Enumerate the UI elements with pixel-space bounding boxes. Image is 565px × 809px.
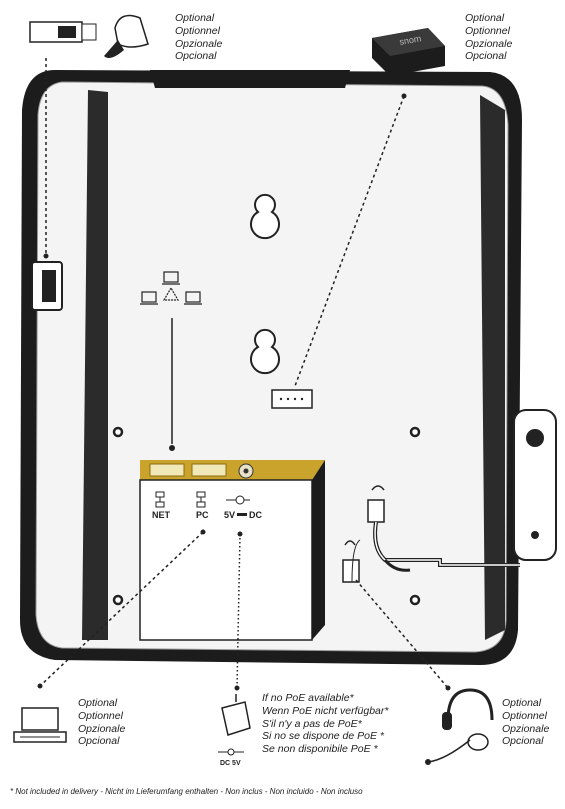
usb-stick-icon [29, 21, 97, 43]
wall-mount-hole-bottom [250, 328, 280, 375]
network-icon [140, 271, 202, 305]
psu-label: DC 5V [220, 760, 241, 767]
computer-icon [13, 707, 67, 743]
usb-side-port [31, 261, 63, 311]
port-label-pc: PC [196, 510, 209, 520]
poe-notes: If no PoE available*Wenn PoE nicht verfü… [262, 692, 389, 756]
connection-lines [37, 58, 451, 691]
power-supply-icon [218, 694, 251, 756]
lan-symbols [155, 491, 250, 508]
jacks-and-cable [342, 485, 520, 583]
handset [513, 409, 557, 561]
port-label-net: NET [152, 510, 170, 520]
footnote: * Not included in delivery - Nicht im Li… [10, 787, 363, 796]
ehs-adapter-icon: snom [372, 28, 445, 76]
ehs-connector [271, 389, 313, 409]
screw-holes [112, 426, 421, 606]
port-panel [139, 460, 325, 641]
wall-mount-hole-top [250, 193, 280, 240]
bluetooth-headset-icon [104, 14, 149, 58]
ehs-brand-logo: snom [399, 33, 422, 47]
wired-headset-icon [425, 688, 494, 765]
